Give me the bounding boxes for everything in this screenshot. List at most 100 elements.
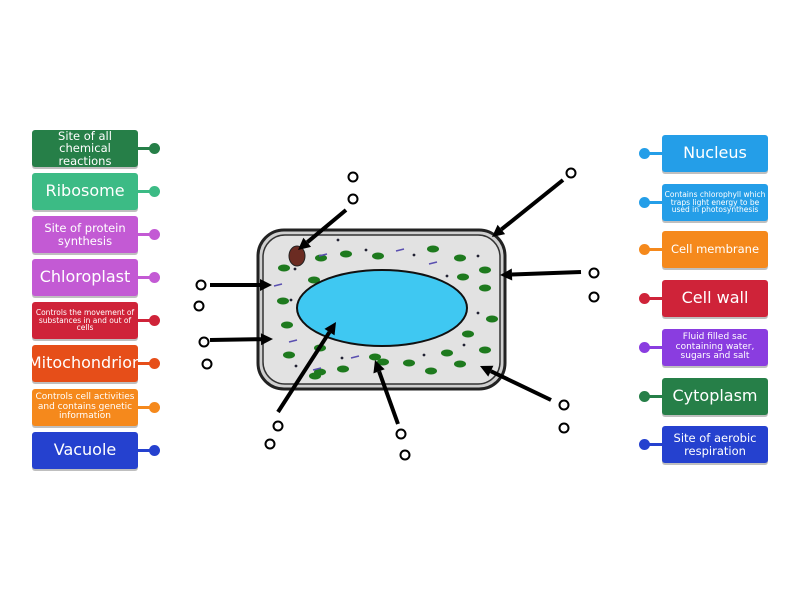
drop-target[interactable] bbox=[264, 438, 276, 450]
label-text: Controls cell activities and contains ge… bbox=[35, 392, 135, 422]
chloroplast bbox=[479, 346, 491, 354]
arrow-head bbox=[492, 224, 506, 237]
label-text: Fluid filled sac containing water, sugar… bbox=[675, 332, 755, 362]
mitochondrion bbox=[428, 261, 438, 265]
connector-dot[interactable] bbox=[149, 315, 160, 326]
left-label-card[interactable]: Controls cell activities and contains ge… bbox=[32, 389, 138, 426]
connector-line bbox=[648, 297, 662, 300]
arrow-line bbox=[511, 270, 582, 277]
connector-line bbox=[138, 233, 152, 236]
left-label-card[interactable]: Site of protein synthesis bbox=[32, 216, 138, 253]
ribosome bbox=[294, 364, 298, 368]
right-label-card[interactable]: Site of aerobic respiration bbox=[662, 426, 768, 463]
connector-dot[interactable] bbox=[639, 148, 650, 159]
connector-dot[interactable] bbox=[639, 342, 650, 353]
drop-target[interactable] bbox=[558, 422, 570, 434]
drop-target[interactable] bbox=[588, 291, 600, 303]
label-text: Cell membrane bbox=[670, 242, 760, 257]
label-text: Cell wall bbox=[681, 288, 749, 308]
chloroplast bbox=[283, 351, 295, 359]
connector-dot[interactable] bbox=[639, 197, 650, 208]
connector-dot[interactable] bbox=[639, 391, 650, 402]
chloroplast bbox=[314, 368, 326, 376]
drop-target[interactable] bbox=[399, 449, 411, 461]
chloroplast bbox=[441, 349, 453, 357]
connector-dot[interactable] bbox=[639, 293, 650, 304]
drop-target[interactable] bbox=[347, 171, 359, 183]
connector-dot[interactable] bbox=[149, 143, 160, 154]
ribosome bbox=[340, 356, 344, 360]
connector-dot[interactable] bbox=[639, 439, 650, 450]
arrow-head bbox=[298, 237, 312, 250]
vacuole bbox=[296, 269, 468, 347]
arrow-head bbox=[500, 268, 513, 281]
drop-target[interactable] bbox=[347, 193, 359, 205]
connector-line bbox=[648, 248, 662, 251]
chloroplast bbox=[308, 276, 320, 284]
chloroplast bbox=[479, 284, 491, 292]
ribosome bbox=[462, 343, 466, 347]
chloroplast bbox=[457, 273, 469, 281]
label-text: Mitochondrion bbox=[27, 353, 143, 373]
connector-line bbox=[648, 152, 662, 155]
drop-target[interactable] bbox=[195, 279, 207, 291]
connector-dot[interactable] bbox=[149, 445, 160, 456]
arrow-head bbox=[324, 322, 336, 336]
chloroplast bbox=[486, 315, 498, 323]
drop-target[interactable] bbox=[565, 167, 577, 179]
ribosome bbox=[336, 238, 340, 242]
arrow-head bbox=[373, 360, 385, 374]
chloroplast bbox=[403, 359, 415, 367]
label-text: Chloroplast bbox=[39, 267, 131, 287]
ribosome bbox=[476, 311, 480, 315]
left-label-card[interactable]: Ribosome bbox=[32, 173, 138, 210]
mitochondrion bbox=[395, 248, 405, 252]
label-arrows bbox=[209, 178, 582, 425]
connector-dot[interactable] bbox=[639, 244, 650, 255]
drop-target[interactable] bbox=[193, 300, 205, 312]
ribosome bbox=[445, 274, 449, 278]
chloroplast bbox=[277, 297, 289, 305]
mitochondrion bbox=[318, 253, 328, 257]
right-label-card[interactable]: Fluid filled sac containing water, sugar… bbox=[662, 329, 768, 366]
drop-target[interactable] bbox=[588, 267, 600, 279]
chloroplast bbox=[315, 254, 327, 262]
left-label-card[interactable]: Chloroplast bbox=[32, 259, 138, 296]
left-label-card[interactable]: Vacuole bbox=[32, 432, 138, 469]
drop-target[interactable] bbox=[201, 358, 213, 370]
left-label-card[interactable]: Site of all chemical reactions bbox=[32, 130, 138, 167]
label-text: Site of aerobic respiration bbox=[673, 431, 757, 458]
connector-dot[interactable] bbox=[149, 358, 160, 369]
right-label-card[interactable]: Cell wall bbox=[662, 280, 768, 317]
chloroplast bbox=[454, 360, 466, 368]
connector-line bbox=[648, 201, 662, 204]
drop-target[interactable] bbox=[272, 420, 284, 432]
chloroplast bbox=[372, 252, 384, 260]
label-text: Cytoplasm bbox=[672, 386, 758, 406]
right-label-card[interactable]: Contains chlorophyll which traps light e… bbox=[662, 184, 768, 221]
chloroplast bbox=[278, 264, 290, 272]
right-label-card[interactable]: Cell membrane bbox=[662, 231, 768, 268]
left-label-card[interactable]: Mitochondrion bbox=[28, 345, 142, 382]
ribosome bbox=[476, 254, 480, 258]
connector-line bbox=[138, 406, 152, 409]
left-label-card[interactable]: Controls the movement of substances in a… bbox=[32, 302, 138, 339]
right-label-card[interactable]: Nucleus bbox=[662, 135, 768, 172]
connector-dot[interactable] bbox=[149, 402, 160, 413]
connector-line bbox=[648, 346, 662, 349]
connector-dot[interactable] bbox=[149, 186, 160, 197]
connector-dot[interactable] bbox=[149, 229, 160, 240]
connector-line bbox=[138, 147, 152, 150]
ribosome bbox=[293, 267, 297, 271]
mitochondrion bbox=[288, 339, 298, 343]
drop-target[interactable] bbox=[198, 336, 210, 348]
arrow-line bbox=[305, 208, 348, 244]
connector-dot[interactable] bbox=[149, 272, 160, 283]
arrow-head bbox=[260, 279, 272, 291]
connector-line bbox=[138, 190, 152, 193]
chloroplast bbox=[337, 365, 349, 373]
arrow-line bbox=[489, 369, 552, 402]
right-label-card[interactable]: Cytoplasm bbox=[662, 378, 768, 415]
drop-target[interactable] bbox=[558, 399, 570, 411]
drop-target[interactable] bbox=[395, 428, 407, 440]
